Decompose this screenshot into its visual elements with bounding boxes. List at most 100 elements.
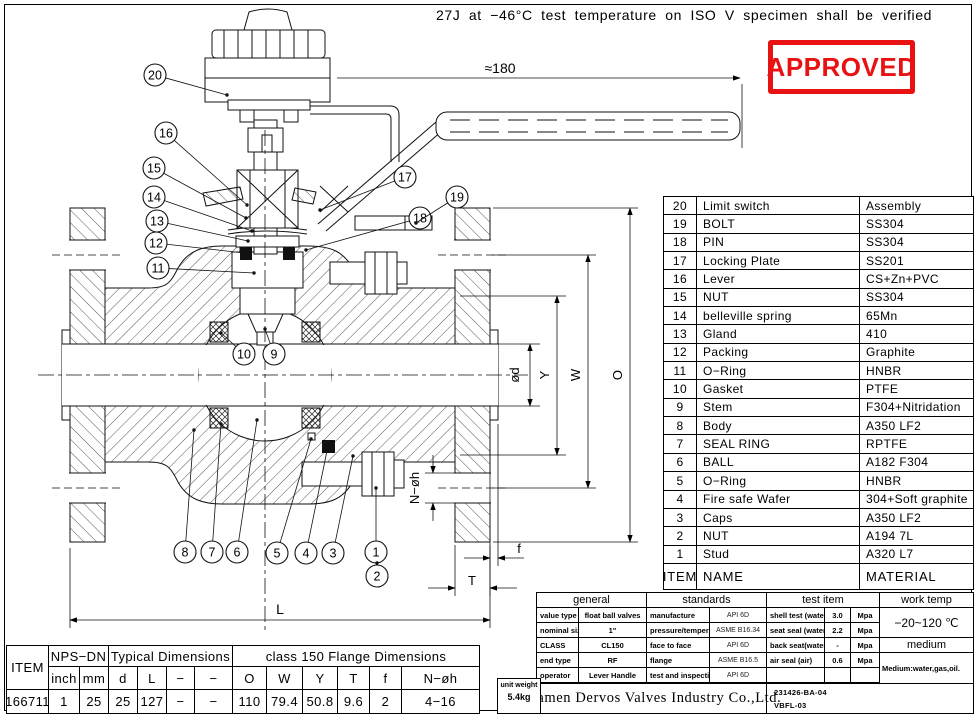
locking-plate	[202, 185, 349, 213]
parts-row-6-name: BALL	[697, 453, 860, 473]
parts-row-10-item: 10	[664, 380, 697, 399]
dim-value-0: 166711	[7, 690, 49, 713]
tb-general-row0-value: float ball valves	[579, 608, 647, 623]
stem	[239, 119, 296, 346]
dimension-labels: ≈180 ød Y W O N−øh T f L	[276, 60, 625, 617]
dim-item-header: ITEM	[7, 646, 49, 690]
tb-test-row4-unit	[851, 668, 880, 683]
svg-text:2: 2	[374, 569, 381, 583]
dim-w: W	[568, 368, 583, 381]
callout-8: 8	[173, 428, 197, 564]
dim-sub-header-9: T	[338, 667, 370, 690]
dim-value-4: 127	[138, 690, 167, 713]
parts-row-17-material: SS201	[860, 252, 973, 271]
company-name: Xiamen Dervos Valves Industry Co.,Ltd.	[522, 683, 781, 713]
flange-dimension-table: ITEM NPS−DN Typical Dimensions class 150…	[6, 645, 480, 714]
unit-weight-value: 5.4kg	[507, 692, 531, 702]
parts-row-18-name: PIN	[697, 233, 860, 253]
dim-value-3: 25	[109, 690, 138, 713]
parts-row-14-item: 14	[664, 307, 697, 326]
parts-row-16-item: 16	[664, 270, 697, 289]
parts-row-7-item: 7	[664, 435, 697, 454]
top-note: 27J at −46°C test temperature on ISO V s…	[436, 7, 932, 23]
callout-20: 20	[143, 63, 229, 97]
parts-header-material: MATERIAL	[866, 568, 937, 584]
svg-text:19: 19	[450, 190, 464, 204]
parts-row-10-name: Gasket	[697, 380, 860, 399]
callout-12: 12	[144, 231, 246, 255]
work-temp-value: −20~120 ℃	[880, 608, 973, 638]
dim-sub-header-3: L	[138, 667, 167, 690]
dim-sub-header-6: O	[233, 667, 267, 690]
tb-test-row3-value: 0.6	[825, 653, 851, 668]
tb-standards-row3-value: ASME B16.5	[710, 653, 767, 668]
tb-test-row2-label: back seat(water)	[767, 638, 825, 653]
doc-number-2: VBFL-03	[774, 701, 807, 710]
dim-sub-header-8: Y	[303, 667, 338, 690]
parts-row-8-material: A350 LF2	[860, 417, 973, 436]
tb-test-row2-unit: Mpa	[851, 638, 880, 653]
callout-5: 5	[265, 437, 313, 565]
dim-f: f	[517, 541, 521, 556]
tb-standards-row2-label: face to face	[647, 638, 710, 653]
parts-row-6-material: A182 F304	[860, 454, 973, 473]
parts-row-20-item: 20	[664, 197, 697, 216]
tb-test-row2-value: -	[825, 638, 851, 653]
dim-sub-header-4: −	[167, 667, 195, 690]
tb-test-row0-value: 3.0	[825, 608, 851, 623]
parts-row-5-material: HNBR	[860, 472, 973, 491]
tb-general-row4-value: Lever Handle	[579, 668, 647, 683]
dim-value-12: 4−16	[425, 694, 456, 709]
parts-row-13-material: 410	[860, 325, 973, 344]
dim-l: L	[276, 601, 284, 617]
parts-row-18-material: SS304	[860, 234, 973, 253]
parts-row-1-material: A320 L7	[860, 546, 973, 564]
parts-row-9-material: F304+Nitridation	[860, 399, 973, 418]
parts-row-14-name: belleville spring	[697, 307, 860, 326]
dim-od: ød	[507, 367, 522, 382]
tb-general-row3-value: RF	[579, 653, 647, 668]
parts-row-8-item: 8	[664, 417, 697, 436]
parts-row-3-material: A350 LF2	[860, 509, 973, 528]
parts-row-4-material: 304+Soft graphite	[860, 491, 973, 509]
callout-19: 19	[414, 185, 469, 225]
dim-sub-header-10: f	[370, 667, 402, 690]
work-temp-header: work temp	[880, 593, 973, 608]
callout-13: 13	[145, 209, 250, 243]
parts-row-5-item: 5	[664, 472, 697, 491]
medium-value: Medium:water,gas,oil.	[882, 663, 960, 673]
approved-stamp-label: APPROVED	[766, 51, 917, 82]
svg-text:14: 14	[147, 190, 161, 204]
callout-9: 9	[262, 327, 286, 366]
parts-row-7-material: RPTFE	[860, 435, 973, 454]
centerlines	[38, 130, 528, 632]
parts-row-7-name: SEAL RING	[697, 435, 860, 454]
parts-row-15-name: NUT	[697, 288, 860, 308]
parts-row-3-name: Caps	[697, 508, 860, 528]
parts-row-2-name: NUT	[697, 527, 860, 546]
svg-text:1: 1	[373, 545, 380, 559]
dim-sub-header-11: N−øh	[402, 667, 479, 690]
dim-y: Y	[537, 370, 552, 379]
parts-row-8-name: Body	[697, 417, 860, 436]
dim-value-11: 2	[370, 690, 402, 713]
dim-value-5: −	[167, 690, 195, 713]
dim-value-9: 50.8	[303, 690, 338, 713]
tb-test-row1-label: seat seal (water)	[767, 623, 825, 638]
tb-standards-row1-label: pressure/temperature	[647, 623, 710, 638]
tb-standards-row3-label: flange	[647, 653, 710, 668]
callout-10: 10	[219, 331, 256, 366]
parts-row-16-name: Lever	[697, 270, 860, 289]
svg-text:10: 10	[237, 347, 251, 361]
parts-row-20-name: Limit switch	[697, 197, 860, 216]
callout-2: 2	[365, 561, 389, 588]
callout-4: 4	[294, 444, 330, 565]
tb-test-row4-label	[767, 668, 825, 683]
tb-general-row1-value: 1"	[579, 623, 647, 638]
